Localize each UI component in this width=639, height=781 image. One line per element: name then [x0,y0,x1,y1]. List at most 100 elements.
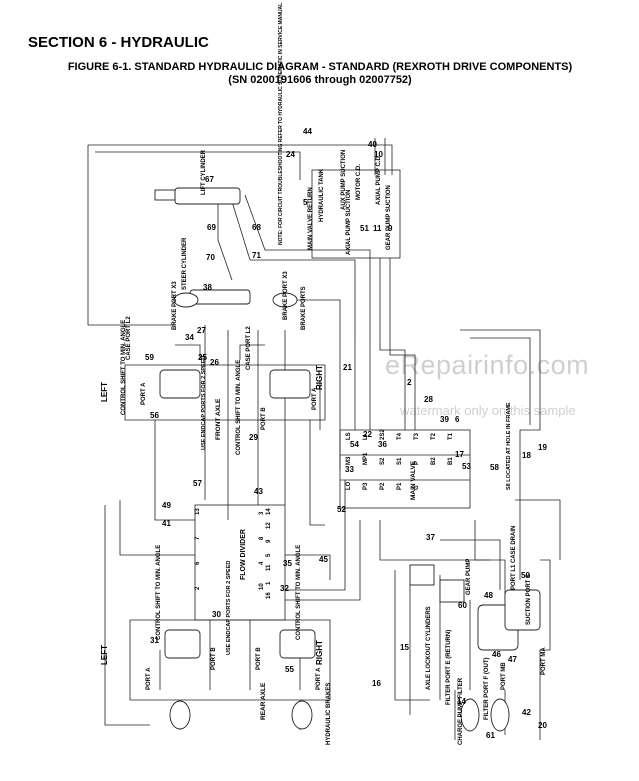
valve-port-mp1: MP1 [363,452,369,465]
hose-47: 47 [508,655,517,664]
hose-50: 50 [521,571,530,580]
hose-numbers: 44 40 24 10 67 69 68 70 71 5 51 11 9 38 … [145,127,547,740]
rear-right-motor [279,629,316,659]
valve-port-t2: T2 [431,432,437,440]
flow-port-16: 16 [266,592,272,599]
label-charge-pump-filter: CHARGE PUMP FILTER [458,677,464,745]
hose-41: 41 [162,519,171,528]
label-axle-lockout: AXLE LOCKOUT CYLINDERS [426,606,432,690]
label-lift-cylinder: LIFT CYLINDER [201,149,207,195]
hose-57: 57 [193,479,202,488]
rear-left-motor [164,629,201,659]
hose-68: 68 [252,223,261,232]
label-port-l1-case-drain: PORT L1 CASE DRAIN [511,526,517,590]
hose-37: 37 [426,533,435,542]
hose-6: 6 [455,415,460,424]
valve-port-s2: S2 [380,457,386,465]
hose-22: 22 [363,430,372,439]
label-flow-divider: FLOW DIVIDER [240,529,247,580]
hose-48: 48 [484,591,493,600]
label-hydraulic-brakes: HYDRAULIC BRAKES [326,683,332,745]
valve-port-lo: LO [346,481,352,490]
hose-67: 67 [205,175,214,184]
label-tee-location: S8 LOCATED AT HOLE IN FRAME [506,402,512,490]
brake-front-left [173,292,199,308]
flow-port-5: 5 [266,553,272,557]
valve-port-li: LI [363,434,369,440]
hose-45: 45 [319,555,328,564]
hose-44: 44 [303,127,312,136]
hose-24: 24 [286,150,295,159]
label-control-shift-rl: CONTROL SHIFT TO MIN. ANGLE [156,545,162,640]
hose-71: 71 [252,251,261,260]
valve-port-t4: T4 [397,432,403,440]
label-axial-pump-suction: AXIAL PUMP SUCTION [346,190,352,255]
hose-52: 52 [337,505,346,514]
label-port-mb: PORT MB [501,662,507,690]
hose-58: 58 [490,463,499,472]
flow-port-2: 2 [195,586,201,590]
drive-pump [504,589,541,631]
charge-filter [460,698,480,732]
label-gear-pump-suction: GEAR PUMP SUCTION [386,185,392,250]
hose-29: 29 [249,433,258,442]
label-port-a-fl: PORT A [141,382,147,405]
figure-title-line1: FIGURE 6-1. STANDARD HYDRAULIC DIAGRAM -… [67,61,573,73]
flow-port-7: 7 [195,536,201,540]
hose-38: 38 [203,283,212,292]
valve-port-p: P [414,461,420,465]
hose-36: 36 [378,440,387,449]
label-port-a-fr: PORT A [312,387,318,410]
hose-59: 59 [145,353,154,362]
hose-21: 21 [343,363,352,372]
hose-43: 43 [254,487,263,496]
label-port-b-rr: PORT B [256,647,262,670]
label-axial-pump-cd: AXIAL PUMP C.D. [376,154,382,205]
valve-port-p3: P3 [363,482,369,490]
flow-port-9: 9 [266,539,272,543]
flow-port-1: 1 [266,581,272,585]
hose-lines [87,138,561,740]
axle-lockout-cylinder-2 [439,579,465,603]
label-left-front: LEFT [100,382,109,402]
flow-port-12: 12 [266,522,272,529]
hose-55: 55 [285,665,294,674]
hose-18: 18 [522,451,531,460]
section-title: SECTION 6 - HYDRAULIC [28,34,209,51]
label-right-rear: RIGHT [315,640,324,665]
components [154,187,541,732]
hose-26: 26 [210,358,219,367]
hose-30: 30 [212,610,221,619]
lift-cylinder-rod [154,189,176,201]
flow-port-11: 11 [266,564,272,571]
label-brake-port-left: BRAKE PORT X3 [172,281,178,330]
hose-56: 56 [150,411,159,420]
front-left-motor [159,369,201,399]
hose-53: 53 [462,462,471,471]
label-main-valve: MAIN VALVE [410,460,417,500]
hose-25: 25 [198,353,207,362]
hose-31: 31 [150,636,159,645]
return-filter [490,698,510,732]
diagram-labels: LIFT CYLINDER STEER CYLINDER BRAKE PORT … [100,3,547,745]
label-control-shift-rr: CONTROL SHIFT TO MIN. ANGLE [296,545,302,640]
hose-70: 70 [206,253,215,262]
hose-40: 40 [368,140,377,149]
steer-cylinder-body [189,289,251,305]
watermark-note: watermark only on this sample [400,403,576,418]
hose-54: 54 [350,440,359,449]
flow-port-3: 3 [259,511,265,515]
label-case-port-right: CASE PORT L2 [246,326,252,370]
hose-32: 32 [280,584,289,593]
label-port-a-rr: PORT A [316,667,322,690]
label-filter-port-f: FILTER PORT F (OUT) [484,657,490,720]
label-control-shift-fr: CONTROL SHIFT TO MIN. ANGLE [236,360,242,455]
label-suction-port-s: SUCTION PORT S [526,574,532,625]
label-control-shift-fl: CONTROL SHIFT TO MIN. ANGLE [121,320,127,415]
valve-port-g: G [414,485,420,490]
label-filter-port-e: FILTER PORT E (RETURN) [446,630,452,705]
valve-port-p2: P2 [380,482,386,490]
flow-port-13: 13 [195,508,201,515]
hose-42: 42 [522,708,531,717]
